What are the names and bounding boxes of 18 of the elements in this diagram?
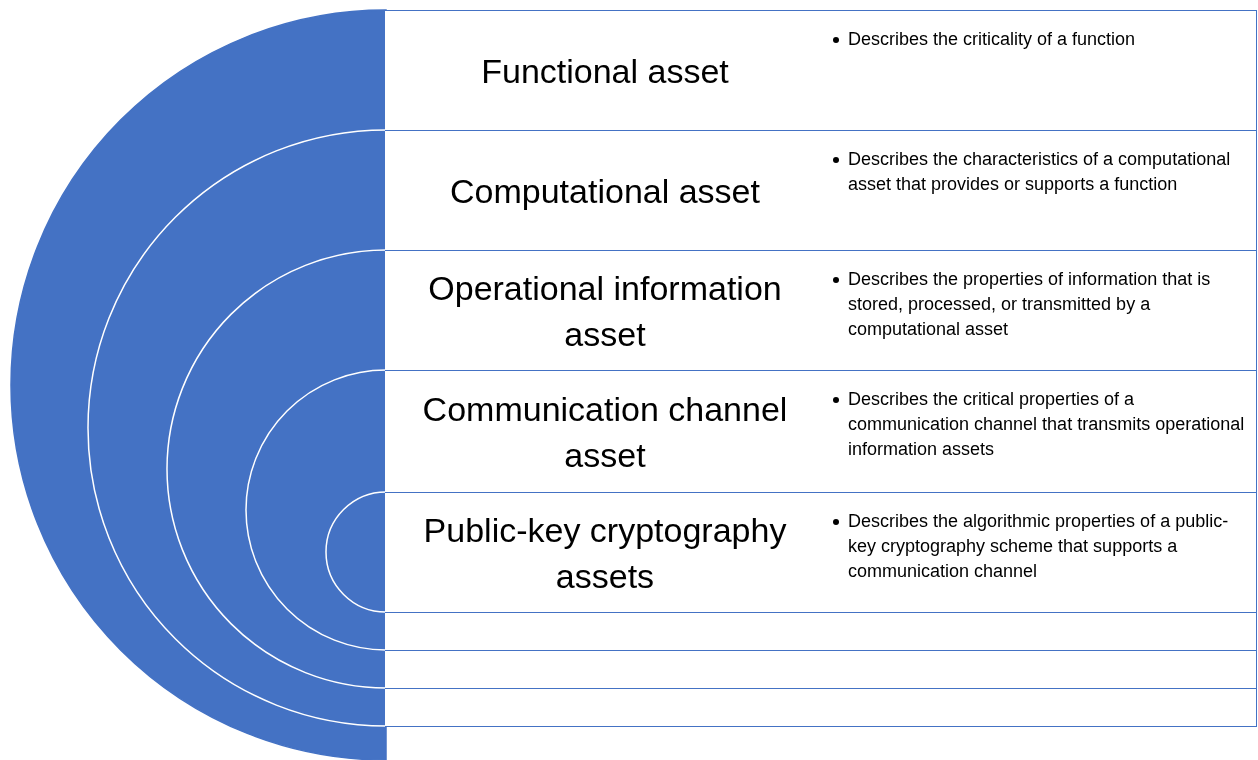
description-text: Describes the characteristics of a computational asset that provides or supports a function xyxy=(848,148,1232,196)
table-row xyxy=(385,688,1257,727)
description-text: Describes the algorithmic properties of a public-key cryptography scheme that supports a communication channel xyxy=(848,510,1230,583)
table-row xyxy=(385,492,1257,613)
table-row xyxy=(385,130,1257,251)
table-row xyxy=(385,250,1257,371)
asset-heading: Operational information asset xyxy=(427,267,783,355)
asset-heading: Functional asset xyxy=(481,50,729,92)
table-row xyxy=(385,612,1257,651)
description-text: Describes the criticality of a function xyxy=(848,28,1137,51)
table-row xyxy=(385,650,1257,689)
description-text: Describes the properties of information that is stored, processed, or transmitted by a computational asset xyxy=(848,268,1212,341)
table-row xyxy=(385,10,1257,131)
asset-heading: Public-key cryptography assets xyxy=(422,509,788,597)
asset-heading: Communication channel asset xyxy=(421,388,789,476)
table-row xyxy=(385,370,1257,493)
asset-heading: Computational asset xyxy=(450,170,760,212)
description-text: Describes the critical properties of a communication channel that transmits operational information assets xyxy=(848,388,1246,461)
